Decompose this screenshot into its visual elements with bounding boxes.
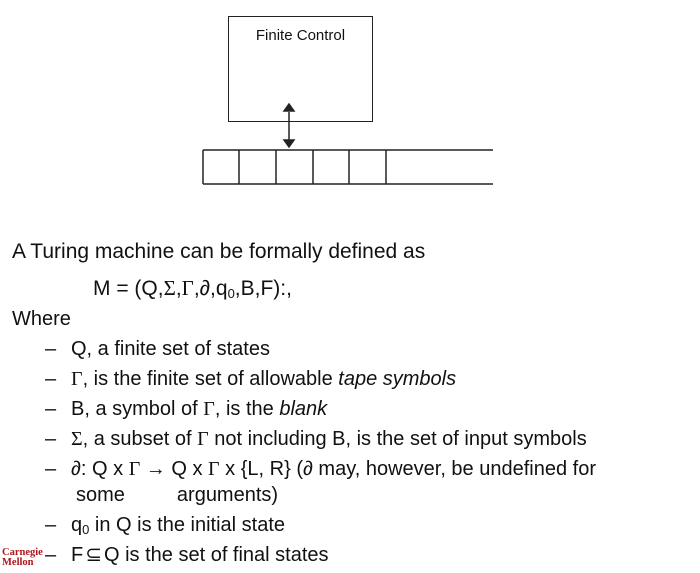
formula-comma: , bbox=[193, 277, 200, 300]
bullet-states: –Q, a finite set of states bbox=[45, 337, 270, 361]
bullet-text: F bbox=[71, 544, 84, 566]
q-symbol: q bbox=[71, 514, 83, 536]
subset-symbol: ⊆ bbox=[85, 544, 102, 566]
bullet-tape-symbols: –Γ, is the finite set of allowable tape … bbox=[45, 367, 456, 391]
where-label: Where bbox=[12, 308, 71, 330]
tape-and-arrow-svg bbox=[202, 102, 493, 185]
double-arrow-icon bbox=[282, 102, 296, 149]
bullet-transition: –∂: Q x Γ → Q x Γ x {L, R} (∂ may, howev… bbox=[45, 457, 596, 481]
gamma-symbol: Γ bbox=[71, 368, 83, 390]
delta-symbol: ∂ bbox=[199, 277, 211, 300]
sigma-symbol: Σ bbox=[71, 428, 83, 450]
bullet-text: , is the bbox=[214, 398, 280, 420]
bullet-dash: – bbox=[45, 338, 57, 360]
intro-text: A Turing machine can be formally defined… bbox=[12, 240, 426, 263]
formula-q: ,q bbox=[210, 277, 228, 300]
bullet-final-states: –F⊆Q is the set of final states bbox=[45, 543, 329, 567]
continuation-text: arguments) bbox=[176, 484, 279, 506]
bullet-text: not including B, is the set of input sym… bbox=[208, 428, 587, 450]
bullet-text: Q x bbox=[171, 458, 209, 480]
finite-control-label: Finite Control bbox=[255, 27, 346, 44]
bullet-transition-continued: some arguments) bbox=[76, 483, 278, 507]
bullet-text: : Q x bbox=[80, 458, 129, 480]
bullet-text: , is the finite set of allowable bbox=[82, 368, 339, 390]
bullet-text: x {L, R} (∂ may, however, be undefined f… bbox=[219, 458, 596, 480]
formula-suffix: ,B,F):, bbox=[234, 277, 292, 300]
bullet-dash: – bbox=[45, 398, 57, 420]
bullet-text: Q is the set of final states bbox=[103, 544, 329, 566]
bullet-text: , a subset of bbox=[82, 428, 198, 450]
bullet-dash: – bbox=[45, 514, 57, 536]
formula-prefix: M = (Q, bbox=[93, 277, 164, 300]
bullet-italic-text: tape symbols bbox=[338, 368, 457, 390]
formula-comma: , bbox=[175, 277, 182, 300]
logo-line1: Carnegie bbox=[2, 547, 43, 558]
finite-control-box: Finite Control bbox=[228, 16, 373, 122]
bullet-text: in Q is the initial state bbox=[89, 514, 286, 536]
bullet-dash: – bbox=[45, 428, 57, 450]
turing-machine-diagram: Finite Control bbox=[0, 0, 700, 200]
bullet-italic-text: blank bbox=[279, 398, 328, 420]
q-subscript: 0 bbox=[82, 522, 90, 537]
bullet-initial-state: –q0 in Q is the initial state bbox=[45, 513, 285, 537]
bullet-dash: – bbox=[45, 544, 57, 566]
continuation-text: some bbox=[76, 484, 125, 506]
logo-line2: Mellon bbox=[2, 557, 34, 568]
gamma-symbol: Γ bbox=[197, 428, 209, 450]
formula: M = (Q,Σ,Γ,∂,q0,B,F):, bbox=[93, 276, 292, 301]
tape bbox=[202, 149, 493, 185]
carnegie-mellon-logo: Carnegie Mellon bbox=[2, 547, 43, 572]
sigma-symbol: Σ bbox=[163, 276, 176, 300]
bullet-blank: –B, a symbol of Γ, is the blank bbox=[45, 397, 327, 421]
gamma-symbol: Γ bbox=[181, 276, 194, 300]
bullet-text: B, a symbol of bbox=[71, 398, 204, 420]
bullet-text: Q, a finite set of states bbox=[71, 338, 270, 360]
gamma-symbol: Γ bbox=[203, 398, 215, 420]
formula-subscript: 0 bbox=[227, 286, 235, 301]
bullet-dash: – bbox=[45, 458, 57, 480]
gamma-symbol: Γ bbox=[128, 458, 141, 480]
arrow-icon: → bbox=[140, 458, 172, 480]
gamma-symbol: Γ bbox=[208, 458, 220, 480]
delta-symbol: ∂ bbox=[71, 458, 81, 480]
bullet-input-symbols: –Σ, a subset of Γ not including B, is th… bbox=[45, 427, 587, 451]
bullet-dash: – bbox=[45, 368, 57, 390]
